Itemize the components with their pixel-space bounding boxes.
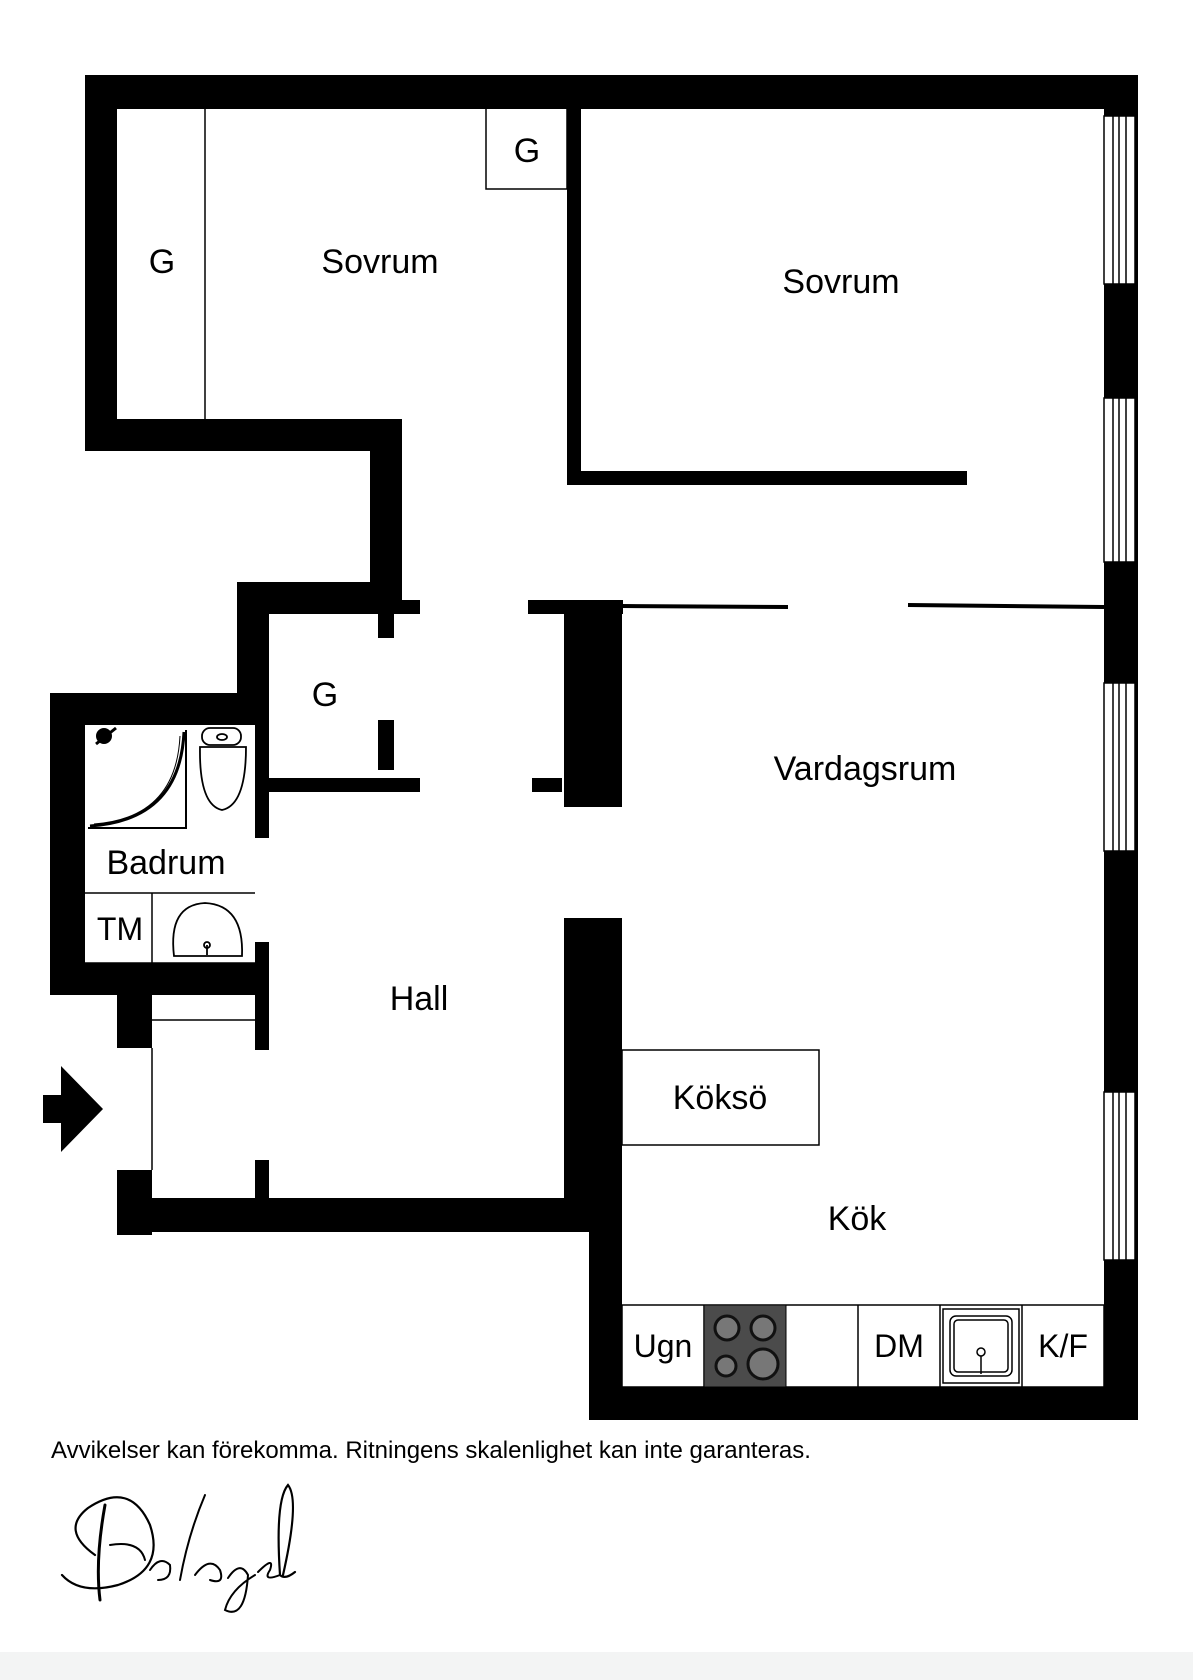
shower-icon <box>88 726 187 829</box>
room-label-sovrum: Sovrum <box>321 243 438 281</box>
wardrobe-box <box>485 107 568 190</box>
stove-icon <box>703 1304 787 1388</box>
window <box>1103 1091 1136 1261</box>
window <box>1103 682 1136 852</box>
window <box>1103 397 1136 563</box>
fridge-freezer-label: K/F <box>1038 1328 1088 1364</box>
labels: Sovrum Sovrum Vardagsrum Hall Badrum Kök… <box>97 132 1088 1364</box>
room-label-vardagsrum: Vardagsrum <box>774 750 957 788</box>
room-label-hall: Hall <box>390 980 449 1018</box>
kitchen-sink-icon <box>942 1308 1020 1384</box>
windows <box>1103 115 1136 1261</box>
entrance-arrow-icon <box>43 1066 103 1152</box>
room-label-sovrum: Sovrum <box>782 263 899 301</box>
toilet-icon <box>199 727 247 811</box>
logo <box>60 1483 297 1613</box>
window <box>1103 115 1136 285</box>
washing-machine-label: TM <box>97 911 143 947</box>
dishwasher-label: DM <box>874 1328 924 1364</box>
island-label: Köksö <box>673 1079 768 1117</box>
oven-label: Ugn <box>634 1328 693 1364</box>
room-label-kok: Kök <box>828 1200 888 1238</box>
kitchen-island <box>621 1049 820 1146</box>
wardrobe-label: G <box>514 132 540 170</box>
disclaimer-text: Avvikelser kan förekomma. Ritningens ska… <box>51 1437 811 1464</box>
sink-icon <box>172 902 243 957</box>
room-label-badrum: Badrum <box>106 844 225 882</box>
kitchen-counter <box>621 1304 1105 1388</box>
wardrobe-label: G <box>312 676 338 714</box>
bottom-band <box>0 1652 1193 1680</box>
wardrobe-label: G <box>149 243 175 281</box>
thin-lines <box>85 107 1105 1388</box>
